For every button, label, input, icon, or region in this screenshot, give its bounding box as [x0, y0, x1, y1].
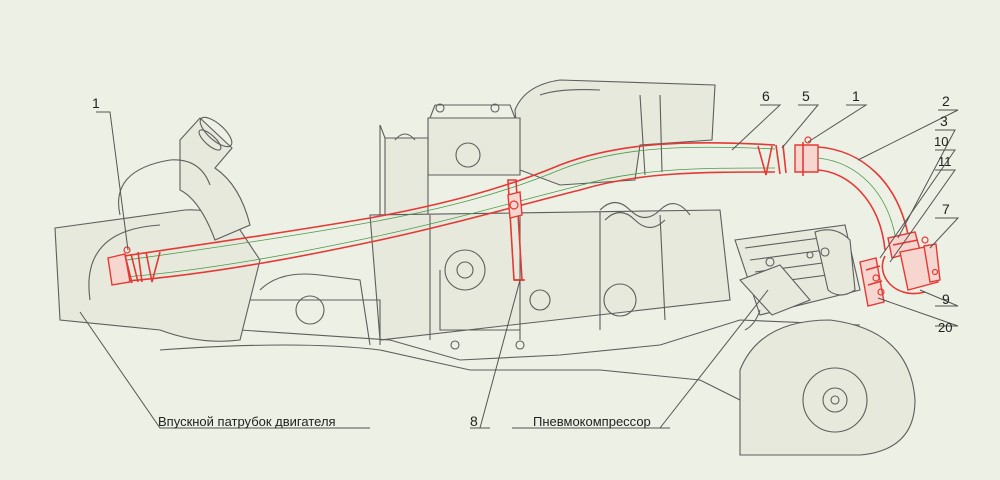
label-9: 9 — [942, 291, 950, 307]
label-20: 20 — [938, 320, 952, 335]
label-1-left: 1 — [92, 95, 100, 111]
label-7: 7 — [942, 201, 950, 217]
leader-lines — [79, 104, 960, 429]
label-compressor: Пневмокомпрессор — [533, 414, 651, 429]
air-compressor — [734, 224, 861, 331]
compressor-feed-hose — [817, 146, 941, 307]
label-1-right: 1 — [852, 88, 860, 104]
engine-intake-duct — [54, 116, 261, 342]
main-intake-hose — [107, 136, 819, 286]
hose-support-bracket — [507, 179, 525, 281]
label-3: 3 — [940, 113, 948, 129]
label-11: 11 — [938, 154, 952, 169]
label-5: 5 — [802, 88, 810, 104]
label-8: 8 — [470, 413, 478, 429]
callout-labels: 1 6 5 1 2 3 10 11 7 9 20 8 Впускной патр… — [92, 88, 952, 429]
label-2: 2 — [942, 93, 950, 109]
label-engine-intake: Впускной патрубок двигателя — [158, 414, 336, 429]
label-6: 6 — [762, 88, 770, 104]
label-10: 10 — [934, 134, 948, 149]
